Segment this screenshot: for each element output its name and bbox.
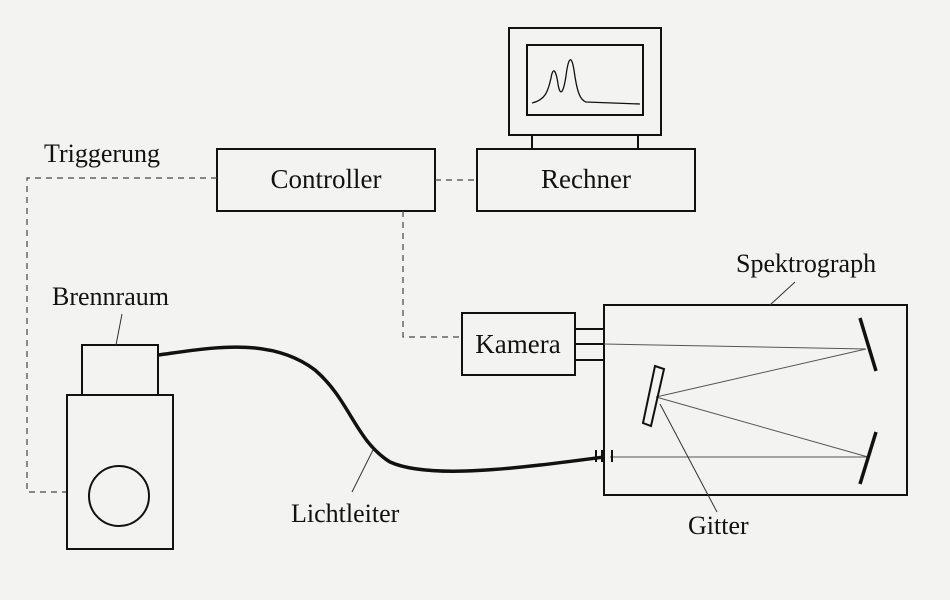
- brennraum-body: [66, 394, 174, 550]
- signal-lines: [26, 177, 477, 493]
- brennraum-leader: [115, 313, 123, 346]
- spektrograph-leader: [769, 281, 796, 306]
- leader-lines: [115, 281, 796, 513]
- beam-grating-to-mirror: [655, 348, 867, 398]
- beam-mirror-to-camera: [603, 343, 867, 350]
- kamera-label: Kamera: [475, 329, 560, 359]
- beam-paths: [603, 343, 869, 458]
- rechner-box: [476, 148, 696, 212]
- lichtleiter-label: Lichtleiter: [291, 499, 400, 528]
- trigger-line: [26, 177, 217, 493]
- gitter-label: Gitter: [688, 511, 749, 540]
- brennraum-window: [88, 465, 150, 527]
- controller-label: Controller: [271, 164, 382, 194]
- gitter-grating: [641, 364, 666, 428]
- monitor-screen: [526, 44, 644, 116]
- brennraum-label: Brennraum: [52, 282, 169, 311]
- monitor-spectrum-curve: [531, 59, 641, 105]
- gitter-leader: [659, 403, 718, 513]
- spektrograph-label: Spektrograph: [736, 249, 876, 278]
- beam-mirror-to-grating: [655, 396, 869, 458]
- rechner-label: Rechner: [541, 164, 631, 194]
- lichtleiter-fiber: [157, 345, 605, 473]
- mirror-top: [858, 317, 878, 372]
- monitor: [508, 27, 662, 150]
- mirror-bottom: [858, 431, 878, 485]
- lichtleiter-leader: [351, 449, 374, 493]
- controller-camera-line: [402, 211, 462, 338]
- brennraum: [66, 344, 174, 550]
- spektrograph-box: [603, 304, 908, 496]
- triggerung-label: Triggerung: [44, 139, 160, 168]
